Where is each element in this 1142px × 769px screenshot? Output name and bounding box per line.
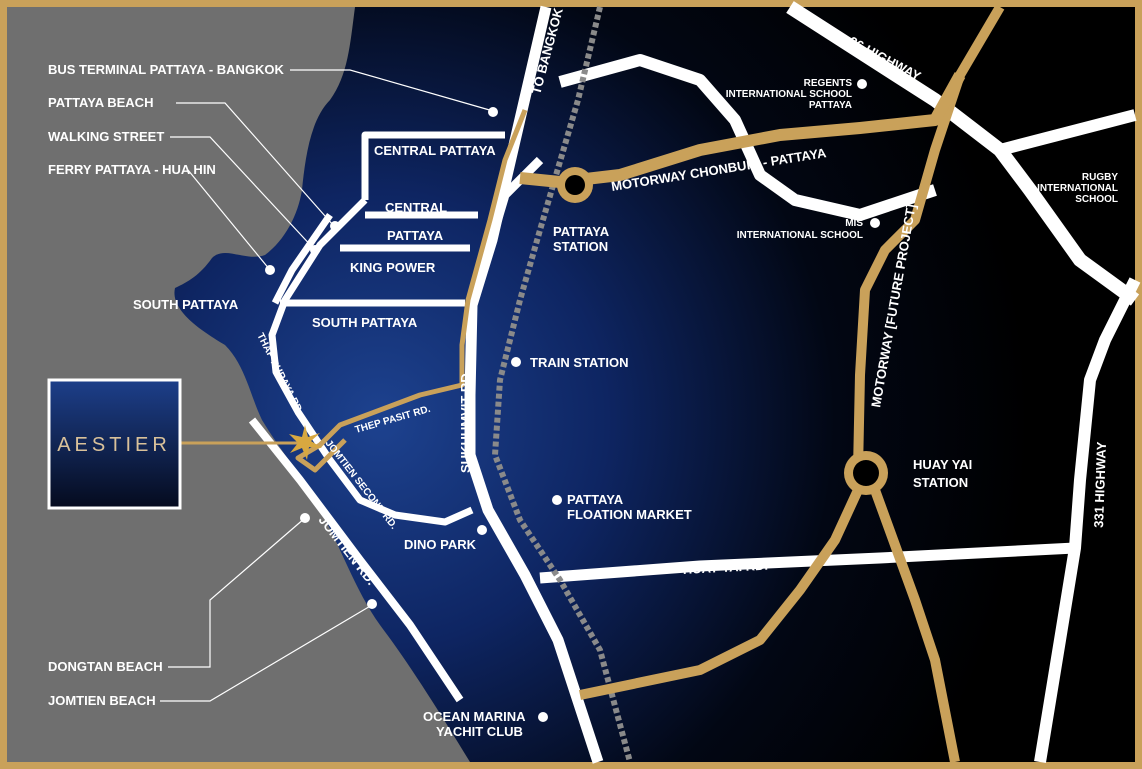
regents-label-3: PATTAYA xyxy=(809,100,852,111)
railway-line xyxy=(491,6,633,763)
sea-area xyxy=(7,7,470,762)
pattaya-station-label-2: STATION xyxy=(553,239,608,254)
sukhumvit-road-label: SUKHUMVIT RD. xyxy=(458,370,473,473)
king-power-label: KING POWER xyxy=(350,260,436,275)
mis-label-1: MIS xyxy=(845,218,863,229)
aestier-logo: AESTIER xyxy=(47,378,182,510)
logo-text: AESTIER xyxy=(57,434,171,456)
ocean-marina-label-2: YACHIT CLUB xyxy=(436,724,523,739)
pattaya-beach-label: PATTAYA BEACH xyxy=(48,95,153,110)
jomtien-beach-label: JOMTIEN BEACH xyxy=(48,693,156,708)
highway-331-label: 331 HIGHWAY xyxy=(1091,441,1109,528)
dongtan-beach-label: DONGTAN BEACH xyxy=(48,659,163,674)
huay-yai-road-label: HUAY YAI RD. xyxy=(682,558,768,577)
regents-label-1: REGENTS xyxy=(804,78,853,89)
ferry-label: FERRY PATTAYA - HUA HIN xyxy=(48,162,216,177)
walking-street-label: WALKING STREET xyxy=(48,129,164,144)
bus-terminal-label: BUS TERMINAL PATTAYA - BANGKOK xyxy=(48,62,285,77)
rugby-label-3: SCHOOL xyxy=(1075,194,1118,205)
leader-lines xyxy=(160,69,494,702)
huay-yai-station-label-2: STATION xyxy=(913,475,968,490)
central-pattaya-label: CENTRAL PATTAYA xyxy=(374,143,496,158)
train-station-label: TRAIN STATION xyxy=(530,355,628,370)
south-pattaya-road-label: SOUTH PATTAYA xyxy=(312,315,418,330)
rugby-label-2: INTERNATIONAL xyxy=(1037,183,1118,194)
huay-yai-station-label-1: HUAY YAI xyxy=(913,457,972,472)
dino-park-label: DINO PARK xyxy=(404,537,477,552)
floating-market-label-2: FLOATION MARKET xyxy=(567,507,692,522)
ocean-marina-label-1: OCEAN MARINA xyxy=(423,709,526,724)
road-network xyxy=(248,1,1141,764)
rugby-label-1: RUGBY xyxy=(1082,172,1118,183)
mis-label-2: INTERNATIONAL SCHOOL xyxy=(737,230,863,241)
pattaya-station-label-1: PATTAYA xyxy=(553,224,610,239)
floating-market-label-1: PATTAYA xyxy=(567,492,624,507)
pattaya-station-roundabout-hole xyxy=(565,175,585,195)
central-label: CENTRAL xyxy=(385,200,447,215)
huay-yai-roundabout-hole xyxy=(853,460,879,486)
regents-label-2: INTERNATIONAL SCHOOL xyxy=(726,89,852,100)
south-pattaya-area-label: SOUTH PATTAYA xyxy=(133,297,239,312)
poi-dots xyxy=(265,79,880,722)
pattaya-label: PATTAYA xyxy=(387,228,444,243)
aestier-location-star-icon xyxy=(289,425,322,460)
